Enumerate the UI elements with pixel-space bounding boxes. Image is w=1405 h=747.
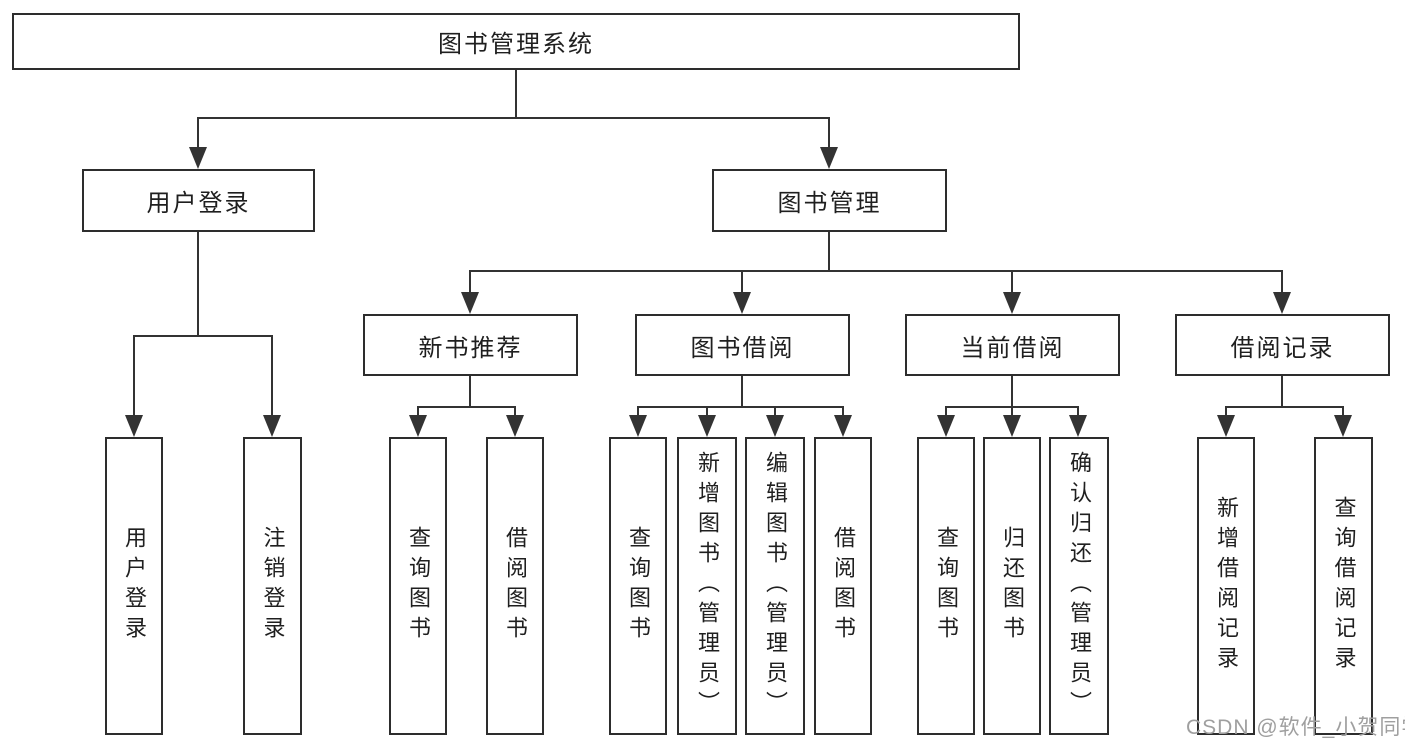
node-new-book-rec: 新书推荐 — [363, 314, 578, 376]
arrow-head-user-login — [189, 147, 207, 169]
node-leaf-edit-book-admin: 编辑图书（管理员） — [745, 437, 805, 735]
node-leaf-confirm-return: 确认归还（管理员） — [1049, 437, 1109, 735]
node-label-root: 图书管理系统 — [438, 31, 594, 58]
node-label-book-mgmt: 图书管理 — [777, 190, 882, 217]
node-borrow-records: 借阅记录 — [1175, 314, 1390, 376]
arrow-shaft-new-book-rec — [469, 270, 471, 294]
arrow-head-leaf-user-login — [125, 415, 143, 437]
node-label-leaf-logout: 注销登录 — [260, 526, 286, 646]
node-root: 图书管理系统 — [12, 13, 1020, 70]
node-label-book-borrow: 图书借阅 — [690, 334, 795, 362]
connector-stem-root — [515, 70, 517, 119]
node-leaf-borrow-book-borrow: 借阅图书 — [814, 437, 872, 735]
arrow-shaft-current-borrow — [1011, 270, 1013, 294]
connector-rail-borrow-records-children — [1225, 406, 1344, 408]
arrow-shaft-leaf-return-book — [1011, 406, 1013, 417]
arrow-head-borrow-records — [1273, 292, 1291, 314]
node-label-leaf-query-borrow-record: 查询借阅记录 — [1331, 496, 1357, 676]
arrow-head-leaf-query-book-borrow — [629, 415, 647, 437]
arrow-head-current-borrow — [1003, 292, 1021, 314]
node-label-leaf-add-book-admin: 新增图书（管理员） — [695, 451, 720, 721]
node-current-borrow: 当前借阅 — [905, 314, 1120, 376]
node-leaf-borrow-book-rec: 借阅图书 — [486, 437, 544, 735]
arrow-head-leaf-add-book-admin — [698, 415, 716, 437]
node-label-borrow-records: 借阅记录 — [1230, 334, 1335, 362]
node-label-leaf-confirm-return: 确认归还（管理员） — [1067, 451, 1092, 721]
node-label-new-book-rec: 新书推荐 — [418, 334, 523, 362]
arrow-head-new-book-rec — [461, 292, 479, 314]
arrow-head-leaf-add-borrow-record — [1217, 415, 1235, 437]
connector-stem-book-mgmt — [828, 232, 830, 272]
node-label-leaf-borrow-book-rec: 借阅图书 — [503, 526, 528, 646]
arrow-shaft-leaf-borrow-book-rec — [514, 406, 516, 417]
node-leaf-query-book-rec: 查询图书 — [389, 437, 447, 735]
arrow-shaft-book-mgmt — [828, 117, 830, 149]
arrow-head-leaf-edit-book-admin — [766, 415, 784, 437]
connector-rail-book-borrow-children — [637, 406, 844, 408]
connector-stem-current-borrow — [1011, 376, 1013, 408]
node-label-leaf-return-book: 归还图书 — [1000, 526, 1025, 646]
arrow-head-leaf-return-book — [1003, 415, 1021, 437]
arrow-shaft-leaf-query-book-rec — [417, 406, 419, 417]
node-label-leaf-add-borrow-record: 新增借阅记录 — [1214, 496, 1239, 676]
connector-rail-new-book-rec-children — [417, 406, 516, 408]
node-book-mgmt: 图书管理 — [712, 169, 947, 232]
arrow-shaft-leaf-query-borrow-record — [1342, 406, 1344, 417]
arrow-shaft-leaf-logout — [271, 335, 273, 417]
arrow-head-book-borrow — [733, 292, 751, 314]
arrow-shaft-leaf-query-book-borrow — [637, 406, 639, 417]
arrow-shaft-book-borrow — [741, 270, 743, 294]
node-leaf-query-book-current: 查询图书 — [917, 437, 975, 735]
arrow-shaft-leaf-user-login — [133, 335, 135, 417]
connector-rail-book-mgmt-children — [469, 270, 1283, 272]
arrow-shaft-user-login — [197, 117, 199, 149]
arrow-head-leaf-borrow-book-rec — [506, 415, 524, 437]
node-book-borrow: 图书借阅 — [635, 314, 850, 376]
node-leaf-add-borrow-record: 新增借阅记录 — [1197, 437, 1255, 735]
arrow-shaft-leaf-add-book-admin — [706, 406, 708, 417]
arrow-shaft-leaf-confirm-return — [1077, 406, 1079, 417]
connector-stem-user-login — [197, 232, 199, 337]
arrow-head-leaf-confirm-return — [1069, 415, 1087, 437]
node-label-leaf-query-book-rec: 查询图书 — [406, 526, 431, 646]
node-label-current-borrow: 当前借阅 — [960, 334, 1065, 362]
arrow-shaft-borrow-records — [1281, 270, 1283, 294]
node-label-user-login: 用户登录 — [146, 190, 251, 217]
connector-stem-borrow-records — [1281, 376, 1283, 408]
node-label-leaf-borrow-book-borrow: 借阅图书 — [831, 526, 856, 646]
node-user-login: 用户登录 — [82, 169, 315, 232]
node-label-leaf-edit-book-admin: 编辑图书（管理员） — [763, 451, 788, 721]
node-leaf-user-login: 用户登录 — [105, 437, 163, 735]
connector-rail-user-login-children — [133, 335, 273, 337]
arrow-shaft-leaf-borrow-book-borrow — [842, 406, 844, 417]
node-label-leaf-query-book-borrow: 查询图书 — [626, 526, 651, 646]
connector-stem-book-borrow — [741, 376, 743, 408]
node-leaf-add-book-admin: 新增图书（管理员） — [677, 437, 737, 735]
connector-stem-new-book-rec — [469, 376, 471, 408]
node-leaf-logout: 注销登录 — [243, 437, 302, 735]
arrow-head-leaf-query-borrow-record — [1334, 415, 1352, 437]
arrow-head-leaf-borrow-book-borrow — [834, 415, 852, 437]
arrow-shaft-leaf-edit-book-admin — [774, 406, 776, 417]
arrow-shaft-leaf-query-book-current — [945, 406, 947, 417]
connector-rail-root-children — [197, 117, 830, 119]
arrow-head-leaf-query-book-current — [937, 415, 955, 437]
arrow-head-leaf-logout — [263, 415, 281, 437]
arrow-head-leaf-query-book-rec — [409, 415, 427, 437]
node-leaf-query-borrow-record: 查询借阅记录 — [1314, 437, 1373, 735]
node-leaf-query-book-borrow: 查询图书 — [609, 437, 667, 735]
node-label-leaf-query-book-current: 查询图书 — [934, 526, 959, 646]
node-label-leaf-user-login: 用户登录 — [122, 526, 147, 646]
arrow-shaft-leaf-add-borrow-record — [1225, 406, 1227, 417]
csdn-watermark: CSDN @软件_小贺同学 — [1186, 716, 1405, 739]
arrow-head-book-mgmt — [820, 147, 838, 169]
node-leaf-return-book: 归还图书 — [983, 437, 1041, 735]
